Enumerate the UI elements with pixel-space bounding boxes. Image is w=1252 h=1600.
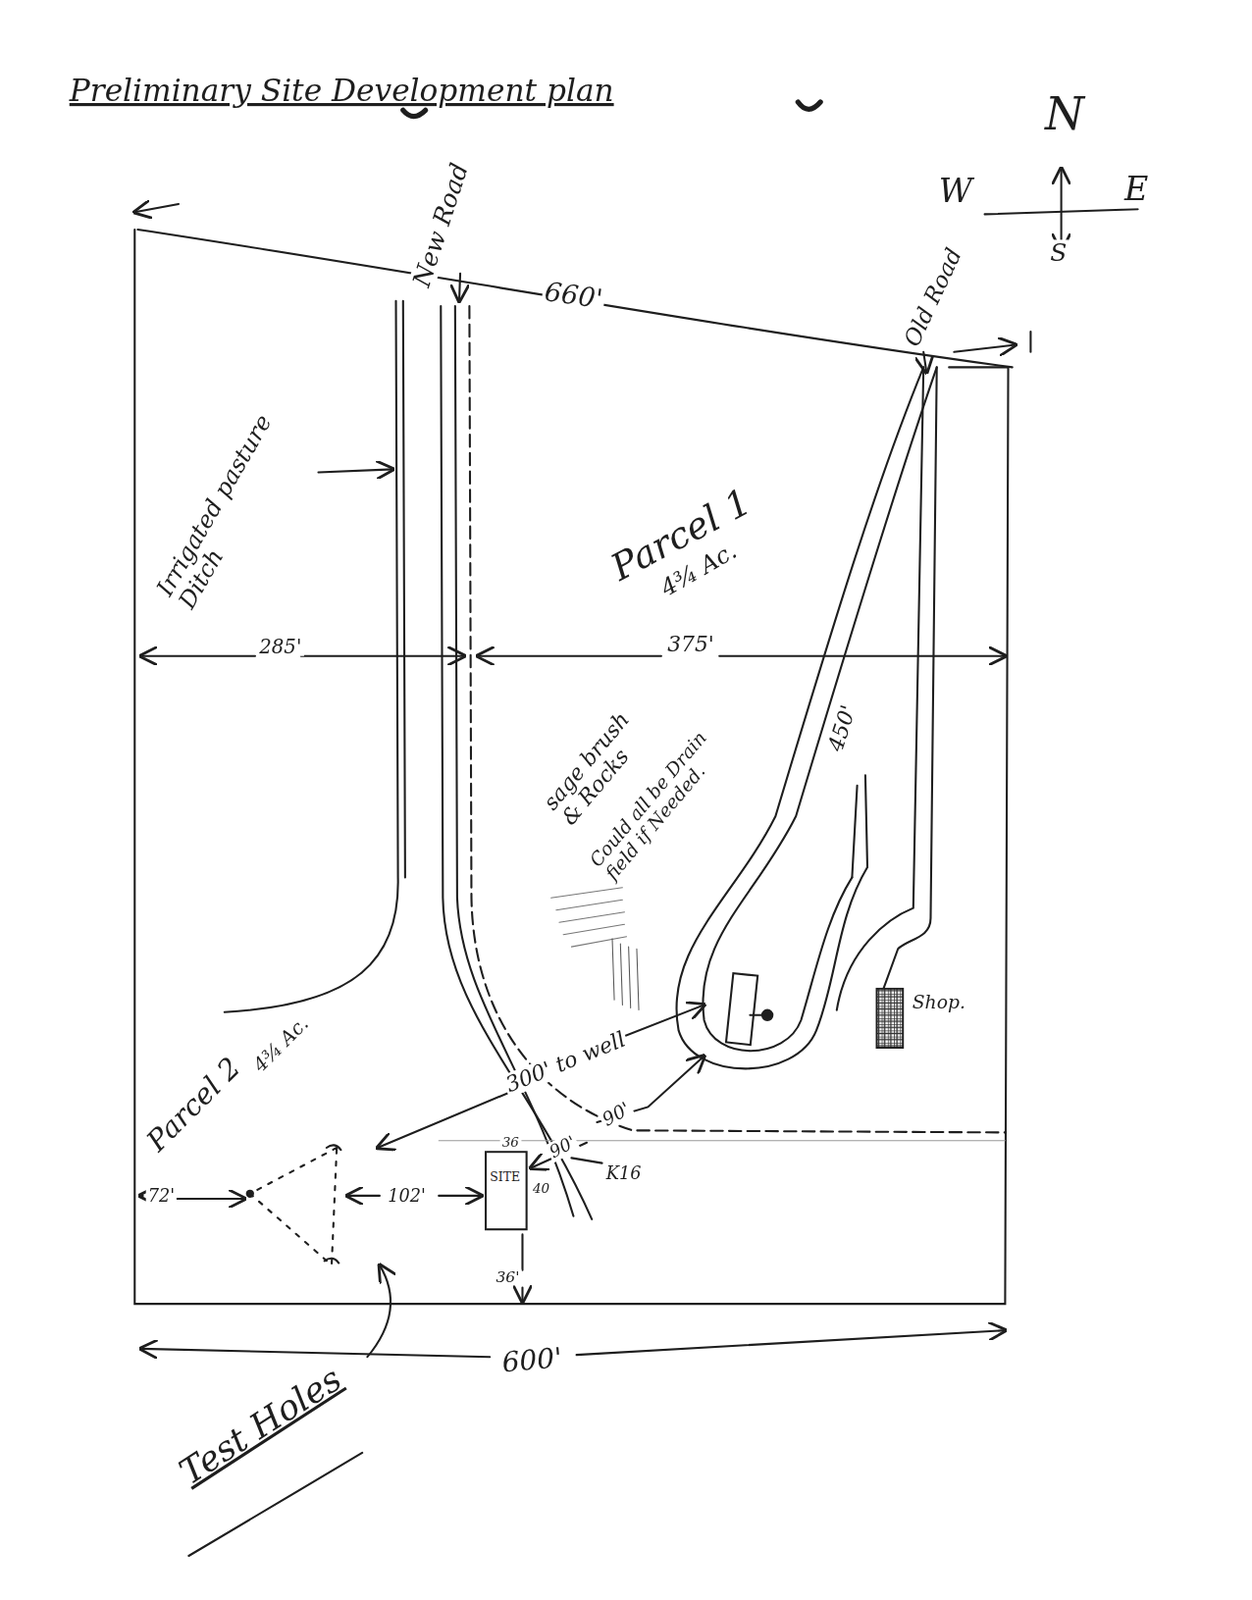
note-label: 4¾ Ac. [247, 1010, 314, 1078]
note-label: N [1043, 89, 1087, 139]
shop-building: Shop. [875, 988, 904, 1049]
plan-title: Preliminary Site Development plan [69, 73, 615, 107]
note-label: Parcel 2 [140, 1050, 250, 1160]
note-label: 90' [596, 1097, 635, 1132]
note-label: 300' to well [500, 1028, 631, 1099]
note-label: 375' [665, 632, 717, 657]
site-box: SITE [484, 1150, 528, 1231]
note-label: Old Road [898, 242, 968, 353]
note-label: 102' [385, 1186, 428, 1205]
note-label: 600' [498, 1342, 566, 1378]
note-label: 40 [530, 1181, 552, 1197]
note-label: New Road [407, 157, 474, 293]
note-label: 285' [257, 634, 304, 657]
note-label: 72' [146, 1186, 178, 1205]
note-label: Irrigated pasture Ditch [151, 400, 306, 616]
note-label: Test Holes [171, 1358, 351, 1494]
box-text: SITE [486, 1152, 526, 1203]
note-label: 660' [540, 276, 607, 314]
hatch-fill [875, 988, 904, 1049]
building-label: Shop. [912, 991, 966, 1013]
note-label: S [1047, 239, 1069, 266]
note-label: W [937, 173, 975, 210]
note-label: K16 [604, 1163, 644, 1183]
note-label: 36' [493, 1269, 522, 1287]
note-label: E [1122, 171, 1150, 209]
note-label: 36 [500, 1135, 522, 1150]
